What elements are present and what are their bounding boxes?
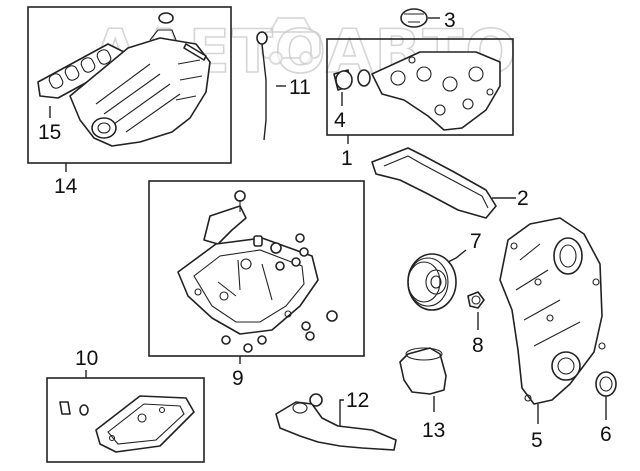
timing-cover xyxy=(499,217,606,405)
valve-cover-frame xyxy=(326,38,514,136)
callout-1: 1 xyxy=(341,147,353,170)
intake-oring xyxy=(158,12,174,24)
callout-15: 15 xyxy=(38,121,61,144)
callout-11: 11 xyxy=(289,76,311,99)
callout-12: 12 xyxy=(346,389,369,412)
intake-stud xyxy=(183,43,207,61)
leader-lines xyxy=(49,17,607,426)
pickup-oring xyxy=(309,393,323,407)
drain-plug xyxy=(59,401,71,415)
callout-labels: 1 2 3 4 5 6 7 8 9 10 11 12 13 14 15 xyxy=(38,9,612,452)
drain-washer xyxy=(79,404,89,416)
callout-6: 6 xyxy=(600,423,612,446)
callout-3: 3 xyxy=(444,9,456,32)
callout-2: 2 xyxy=(517,187,529,210)
callout-14: 14 xyxy=(54,175,78,198)
callout-4: 4 xyxy=(334,109,346,132)
callout-5: 5 xyxy=(531,429,543,452)
callout-9: 9 xyxy=(232,367,244,390)
intake-manifold-frame xyxy=(27,6,232,164)
oil-filler-cap xyxy=(400,8,428,28)
oil-filter xyxy=(399,347,447,395)
pulley-bolt xyxy=(467,291,485,309)
intake-manifold xyxy=(37,12,211,147)
oil-pan-lower xyxy=(59,395,195,453)
oil-pan-lower-frame xyxy=(46,377,205,463)
valve-cover-seal xyxy=(357,69,371,87)
dipstick xyxy=(256,31,268,141)
callout-10: 10 xyxy=(75,347,98,370)
oil-pan-frame xyxy=(148,180,365,357)
front-crank-seal xyxy=(595,371,617,397)
callout-7: 7 xyxy=(470,230,482,253)
valve-cover-gasket xyxy=(371,147,497,219)
callout-13: 13 xyxy=(422,419,445,442)
oil-pickup xyxy=(275,393,397,451)
oil-pan-upper xyxy=(177,190,338,353)
callout-8: 8 xyxy=(472,334,484,357)
valve-cover xyxy=(333,51,501,131)
crank-pulley xyxy=(407,253,457,311)
